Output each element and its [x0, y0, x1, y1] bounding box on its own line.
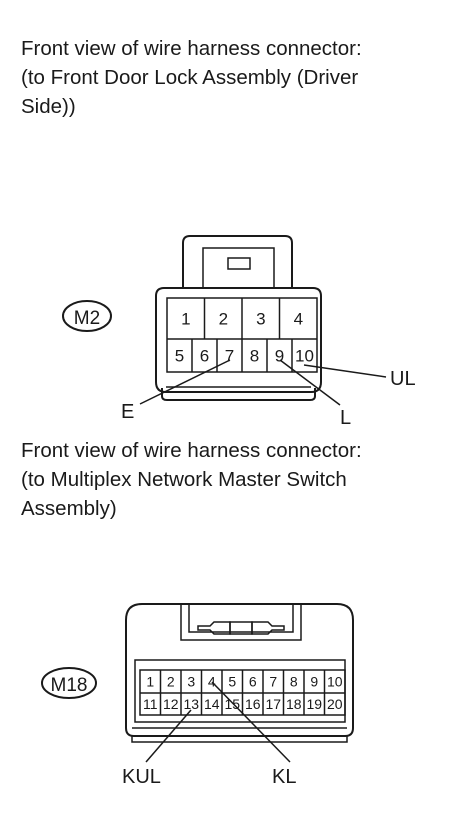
connector-latch: [182, 235, 293, 288]
callout-line-l: [279, 359, 341, 406]
m18-pin-1: 1: [146, 674, 154, 690]
m18-pin-8: 8: [290, 674, 298, 690]
caption-line: Front view of wire harness connector:: [21, 439, 362, 462]
connector-latch-inner: [202, 247, 275, 288]
m18-pin-13: 13: [184, 696, 200, 712]
m2-pin-4: 4: [294, 310, 303, 329]
connector-base: [161, 388, 316, 401]
caption-line: Side)): [21, 95, 76, 118]
m18-pin-11: 11: [143, 696, 158, 712]
connector-m18: [125, 603, 354, 743]
callout-label-l: L: [340, 407, 351, 429]
connector-2-caption: Front view of wire harness connector: (t…: [21, 436, 451, 523]
connector-id-oval: [41, 667, 97, 699]
m18-pin-16: 16: [245, 696, 261, 712]
m2-pin-5: 5: [175, 347, 184, 366]
caption-line: (to Multiplex Network Master Switch: [21, 468, 347, 491]
latch-tab: [227, 257, 251, 270]
m2-pin-10: 10: [295, 347, 314, 366]
callout-line-e: [139, 359, 231, 405]
m18-pin-6: 6: [249, 674, 257, 690]
m2-pin-2: 2: [219, 310, 228, 329]
callout-label-e: E: [121, 401, 134, 423]
m18-pin-19: 19: [307, 696, 323, 712]
callout-line-kl: [211, 681, 291, 763]
m18-pin-3: 3: [187, 674, 195, 690]
callout-label-kl: KL: [272, 766, 296, 788]
callout-line-ul: [303, 364, 387, 378]
m18-pin-5: 5: [228, 674, 236, 690]
connector-id-label: M18: [51, 675, 88, 696]
connector-base: [131, 736, 348, 743]
connector-latch-inner: [188, 604, 294, 633]
connector-id-label: M2: [74, 308, 100, 329]
connector-body: [155, 287, 322, 393]
connector-m2: [155, 235, 322, 401]
caption-line: (to Front Door Lock Assembly (Driver: [21, 66, 359, 89]
m2-pin-7: 7: [225, 347, 234, 366]
connector-id-oval: [62, 300, 112, 332]
m18-pin-9: 9: [310, 674, 318, 690]
m18-pin-4: 4: [208, 674, 216, 690]
connector-body: [125, 603, 354, 737]
connector-1-caption: Front view of wire harness connector: (t…: [21, 34, 451, 121]
m2-pin-3: 3: [256, 310, 265, 329]
m18-pin-2: 2: [167, 674, 175, 690]
m18-pin-10: 10: [327, 674, 343, 690]
m2-pin-1: 1: [181, 310, 190, 329]
callout-line-kul: [145, 709, 192, 763]
m18-pin-17: 17: [266, 696, 282, 712]
m2-pin-9: 9: [275, 347, 284, 366]
latch-center: [229, 621, 253, 635]
m18-pin-20: 20: [327, 696, 343, 712]
m2-pin-8: 8: [250, 347, 259, 366]
callout-label-kul: KUL: [122, 766, 161, 788]
m2-pin-6: 6: [200, 347, 209, 366]
callout-label-ul: UL: [390, 368, 416, 390]
connector-latch: [180, 604, 302, 641]
m18-pin-14: 14: [204, 696, 220, 712]
m18-pin-7: 7: [269, 674, 277, 690]
m18-pin-18: 18: [286, 696, 302, 712]
caption-line: Front view of wire harness connector:: [21, 37, 362, 60]
m18-pin-12: 12: [163, 696, 179, 712]
caption-line: Assembly): [21, 497, 117, 520]
